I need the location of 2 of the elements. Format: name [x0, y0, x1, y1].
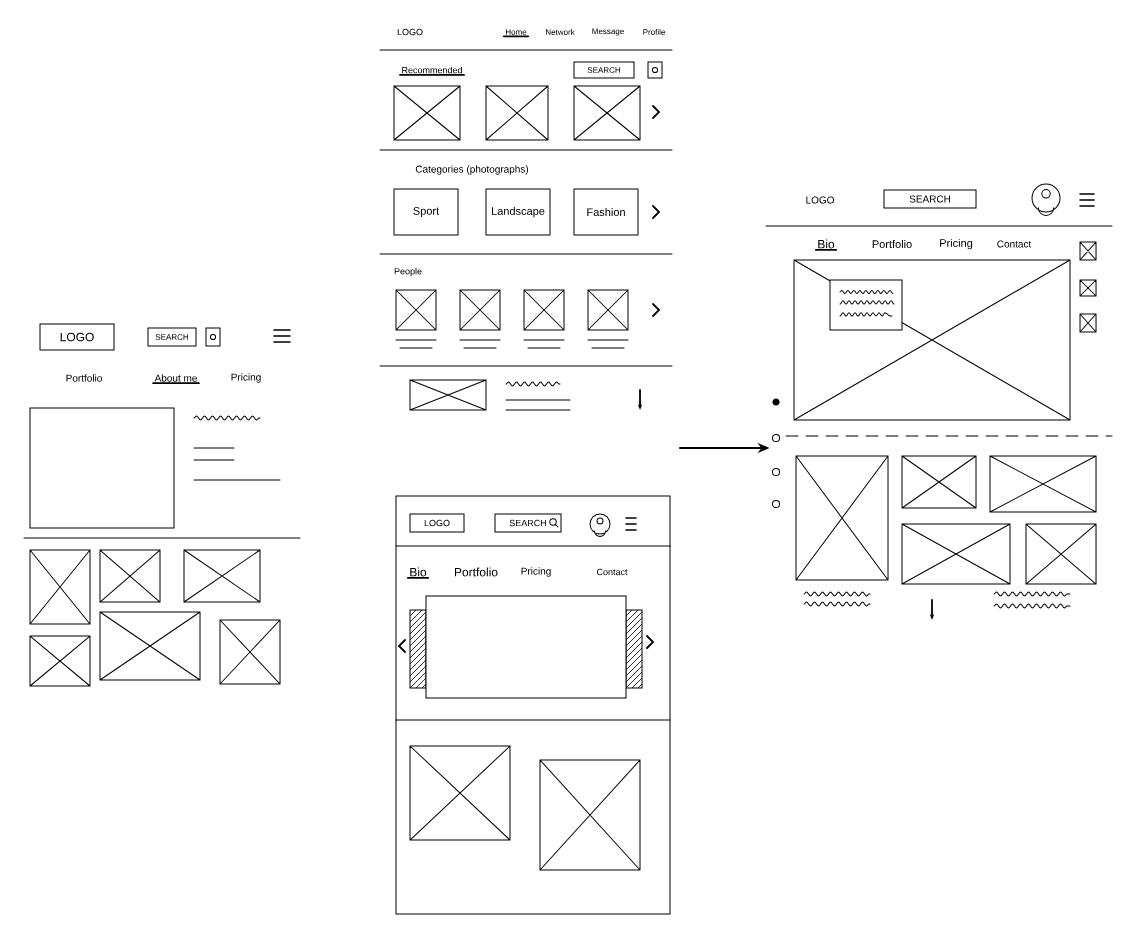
wireframe	[395, 513, 671, 547]
wireframe	[395, 495, 671, 915]
